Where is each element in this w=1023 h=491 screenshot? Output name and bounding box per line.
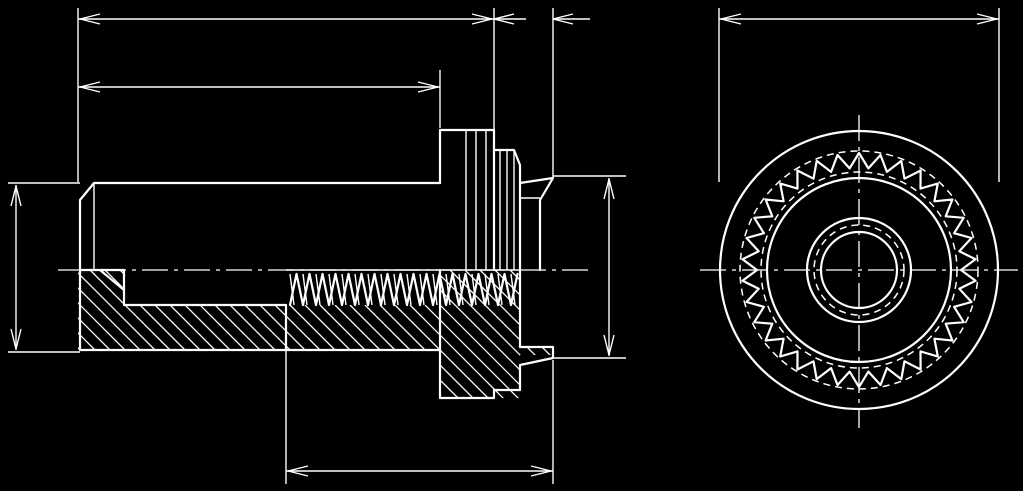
bore-inner-circle: [819, 230, 899, 310]
thread-flank-line: [393, 273, 399, 306]
hatch-line: [0, 270, 35, 350]
hatch-line: [78, 270, 111, 350]
thread-flank-line: [406, 273, 412, 306]
hatch-line: [394, 305, 440, 350]
hatch-line: [78, 270, 126, 350]
thread-flank-line: [354, 273, 360, 306]
hatch-line: [364, 305, 411, 350]
dimension-overall-length: [78, 13, 494, 25]
end-view: [700, 8, 1018, 428]
hatch-line: [555, 270, 685, 400]
thread-flank-line: [380, 273, 386, 306]
hatch-line: [409, 305, 440, 350]
thread-flank-line: [445, 273, 451, 306]
outer-flange-circle: [718, 129, 1000, 411]
thread-flank-line: [302, 273, 308, 306]
serrated-ring: [741, 151, 977, 389]
hatch-line: [289, 305, 336, 350]
hatch-line: [78, 270, 156, 350]
hatch-line: [539, 270, 553, 398]
hatch-line: [286, 305, 306, 350]
hatch-line: [440, 270, 521, 398]
hatch-line: [440, 270, 506, 398]
hatch-line: [319, 305, 366, 350]
hatch-line: [0, 270, 20, 350]
hatch-line: [194, 270, 276, 350]
hatch-line: [119, 270, 201, 350]
dimension-shank-diameter: [10, 185, 22, 350]
hatch-line: [0, 270, 65, 350]
thread-major-circle: [813, 224, 905, 316]
dimension-body-length: [78, 81, 440, 93]
hatch-line: [78, 270, 141, 350]
bore-outer-circle: [805, 216, 913, 324]
hatch-line: [440, 270, 476, 398]
hatch-line: [440, 270, 491, 398]
thread-flank-line: [289, 273, 295, 306]
hatch-line: [149, 270, 231, 350]
hatch-line: [494, 270, 553, 398]
hatch-line: [440, 270, 536, 398]
hatch-line: [164, 270, 246, 350]
collar-circle: [765, 176, 953, 364]
thread-flank-line: [432, 273, 438, 306]
hatch-line: [134, 270, 216, 350]
hidden-serration-outer: [739, 150, 979, 390]
thread-flank-line: [471, 273, 477, 306]
side-view: [0, 8, 685, 484]
thread-flank-line: [315, 273, 321, 306]
hatch-line: [78, 270, 81, 350]
thread-flank-line: [341, 273, 347, 306]
hatch-line: [286, 305, 321, 350]
hatch-line: [334, 305, 381, 350]
hidden-serration-inner: [760, 171, 958, 369]
thread-flank-line: [497, 273, 503, 306]
hatch-line: [104, 270, 186, 350]
thread-flank-line: [458, 273, 464, 306]
dimension-thread-length: [286, 465, 553, 477]
thread-profile: [288, 272, 519, 307]
hatch-line: [78, 270, 96, 350]
part-outline-upper: [78, 128, 555, 272]
extension-lines: [8, 8, 626, 484]
hatch-line: [209, 270, 286, 350]
thread-flank-line: [419, 273, 425, 306]
section-hatching: [0, 270, 685, 400]
thread-flank-line: [510, 273, 516, 306]
part-section-lower: [0, 268, 685, 400]
hatch-line: [179, 270, 261, 350]
hatch-line: [349, 305, 396, 350]
thread-flank-line: [328, 273, 334, 306]
dimension-outer-diameter: [719, 13, 999, 25]
hatch-line: [304, 305, 351, 350]
hatch-line: [379, 305, 426, 350]
hatch-line: [449, 270, 553, 398]
thread-flank-line: [484, 273, 490, 306]
internal-thread: [288, 272, 519, 307]
hatch-line: [424, 305, 440, 350]
dimension-flange-thickness: [493, 13, 590, 25]
dimension-head-diameter: [603, 178, 615, 356]
thread-flank-line: [367, 273, 373, 306]
hatch-line: [0, 270, 50, 350]
hatch-line: [509, 270, 553, 398]
hatch-line: [524, 270, 553, 398]
hatch-line: [89, 270, 171, 350]
